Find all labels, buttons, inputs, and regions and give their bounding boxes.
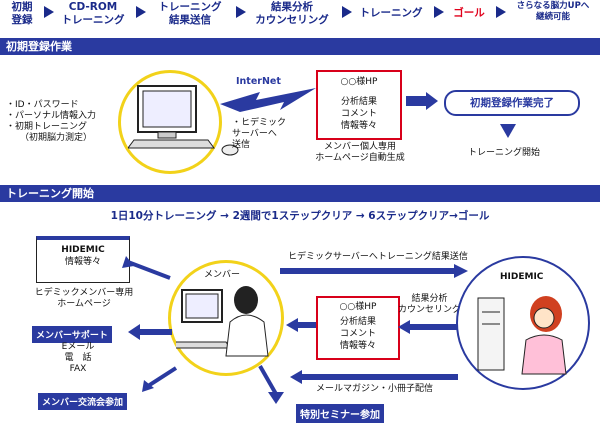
hidemic-box-line: 情報等々 bbox=[64, 257, 101, 267]
step-goal: ゴール bbox=[453, 7, 485, 19]
arrow-from-server-icon bbox=[398, 320, 458, 334]
send-note: ・ヒデミック サーバーへ 送信 bbox=[232, 118, 287, 150]
arrow-down-icon bbox=[500, 124, 516, 138]
support-fax: FAX bbox=[69, 364, 87, 374]
member-label: メンバー bbox=[204, 270, 241, 280]
step-result-send: トレーニング 結果送信 bbox=[158, 1, 222, 26]
training-flow-text: 1日10分トレーニング → 2週間で1ステップクリア → 6ステップクリア→ゴー… bbox=[110, 210, 490, 222]
arrow-mail-icon bbox=[290, 370, 458, 384]
training-start-label: トレーニング開始 bbox=[468, 148, 541, 158]
counseling-label: 結果分析 カウンセリング bbox=[398, 294, 462, 315]
support-email: Eメール bbox=[61, 342, 95, 352]
arrow-to-support-icon bbox=[128, 324, 172, 340]
registration-complete-badge: 初期登録作業完了 bbox=[444, 90, 580, 116]
hp-line: 情報等々 bbox=[340, 121, 377, 131]
step-arrow bbox=[44, 6, 54, 18]
step-arrow bbox=[496, 6, 506, 18]
mail-label: メールマガジン・小冊子配信 bbox=[316, 384, 434, 394]
special-seminar-label: 特別セミナー参加 bbox=[296, 404, 384, 423]
hidemic-box-title: HIDEMIC bbox=[61, 245, 105, 255]
arrow-to-seminar-icon bbox=[258, 365, 284, 404]
bullet-id: ・ID・パスワード bbox=[6, 100, 79, 110]
member-at-computer-icon bbox=[176, 286, 269, 357]
server-label: HIDEMIC bbox=[500, 272, 544, 282]
hp-line: コメント bbox=[339, 329, 376, 339]
bullet-personal: ・パーソナル情報入力 bbox=[6, 111, 97, 121]
lightning-icon bbox=[220, 88, 316, 112]
support-phone: 電 話 bbox=[64, 353, 92, 363]
hp-line: 分析結果 bbox=[340, 97, 377, 107]
arrow-to-hidemic-icon bbox=[122, 256, 171, 280]
bullet-initial-training: ・初期トレーニング bbox=[6, 122, 88, 132]
internet-label: InterNet bbox=[236, 76, 281, 87]
step-cdrom-training: CD-ROM トレーニング bbox=[61, 1, 125, 26]
hp-line: 情報等々 bbox=[339, 341, 376, 351]
section-initial-registration-header: 初期登録作業 bbox=[0, 38, 600, 55]
section-training-header: トレーニング開始 bbox=[0, 185, 600, 202]
hp-caption: メンバー個人専用 ホームページ自動生成 bbox=[315, 142, 405, 163]
arrow-to-exchange-icon bbox=[142, 366, 178, 392]
arrow-to-member-icon bbox=[286, 318, 316, 332]
hp-line: 分析結果 bbox=[339, 317, 376, 327]
hidemic-hp-caption: ヒデミックメンバー専用 ホームページ bbox=[34, 288, 134, 309]
hidemic-hp-box: HIDEMIC 情報等々 bbox=[36, 236, 130, 283]
member-hp-box: ○○様HP 分析結果 コメント 情報等々 bbox=[316, 296, 400, 360]
arrow-right-icon bbox=[406, 92, 438, 110]
hp-title: ○○様HP bbox=[340, 77, 378, 87]
step-continue: さらなる脳力UPへ 継続可能 bbox=[516, 1, 590, 22]
send-results-text: ヒデミックサーバーへトレーニング結果送信 bbox=[288, 252, 468, 262]
registration-bullets: ・ID・パスワード ・パーソナル情報入力 ・初期トレーニング （初期脳力測定） bbox=[6, 100, 136, 144]
personal-hp-box: ○○様HP 分析結果 コメント 情報等々 bbox=[316, 70, 402, 140]
bullet-measure: （初期脳力測定） bbox=[20, 133, 93, 143]
step-analysis-counseling: 結果分析 カウンセリング bbox=[255, 1, 329, 26]
step-initial-registration: 初期 登録 bbox=[11, 1, 33, 26]
step-arrow bbox=[136, 6, 146, 18]
computer-icon bbox=[128, 85, 239, 156]
step-arrow bbox=[236, 6, 246, 18]
support-contacts: Eメール 電 話 FAX bbox=[60, 342, 96, 375]
step-arrow bbox=[434, 6, 444, 18]
member-support-label: メンバーサポート bbox=[32, 326, 112, 343]
hp-line: コメント bbox=[340, 109, 377, 119]
member-exchange-label: メンバー交流会参加 bbox=[38, 393, 128, 410]
server-operator-icon bbox=[477, 296, 567, 375]
arrow-to-server-icon bbox=[280, 264, 468, 278]
step-arrow bbox=[342, 6, 352, 18]
step-training: トレーニング bbox=[359, 7, 423, 19]
hp-title: ○○様HP bbox=[339, 302, 377, 312]
